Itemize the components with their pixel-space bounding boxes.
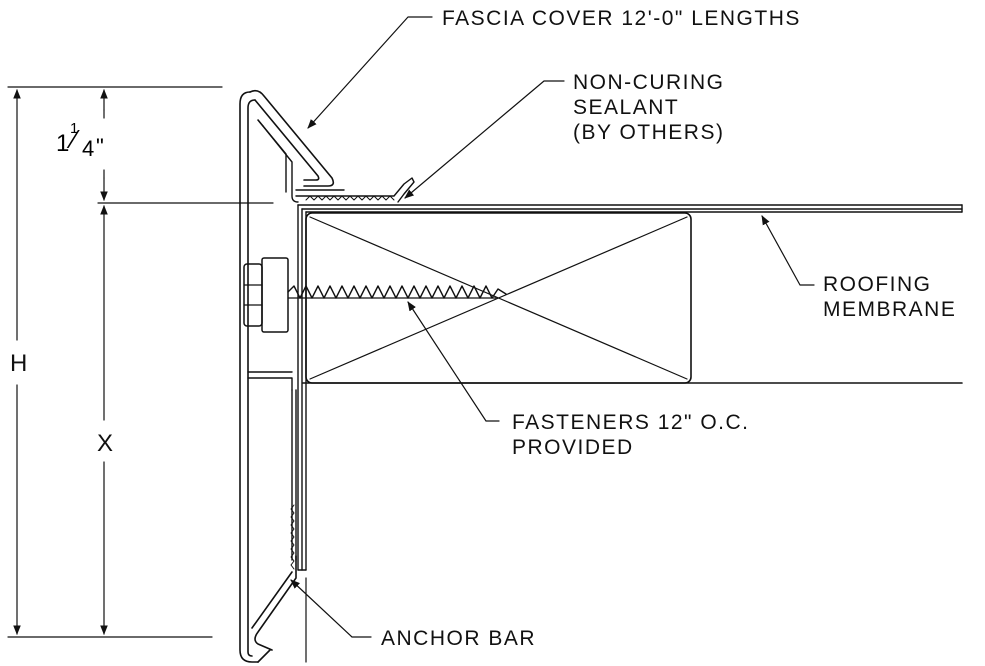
anchor-bar [290,504,295,570]
dimension-top-whole: 1 [56,130,70,157]
dimension-top-numerator: 1 [70,120,79,137]
dimension-h [7,86,223,638]
dimension-top-slash: ⁄ [72,124,77,154]
dimension-top-denominator: 4 [82,136,95,161]
label-sealant: NON-CURING SEALANT (BY OTHERS) [573,70,725,145]
label-membrane-line1: ROOFING [823,273,932,296]
dimension-h-label: H [10,350,28,377]
fascia-cover [239,89,415,663]
leader-fasteners [407,301,500,422]
roofing-membrane [297,204,963,571]
label-anchor-bar: ANCHOR BAR [381,627,537,650]
label-fasteners-line2: PROVIDED [512,436,634,459]
sealant-bead [305,195,395,201]
dimension-top [97,89,274,204]
dimension-top-unit: " [96,134,104,159]
label-sealant-line2: SEALANT [573,96,680,119]
leader-membrane [761,215,815,286]
leader-sealant [404,80,565,199]
leader-fascia-cover [307,16,433,129]
label-fasteners-line1: FASTENERS 12" O.C. [512,411,750,434]
label-fasteners: FASTENERS 12" O.C. PROVIDED [512,410,750,460]
label-roofing-membrane: ROOFING MEMBRANE [823,272,956,322]
label-sealant-line3: (BY OTHERS) [573,121,725,144]
label-sealant-line1: NON-CURING [573,71,725,94]
dimension-top-label: 1 1 ⁄ 4 " [56,118,116,168]
fastener-screw [243,257,507,333]
leader-anchor-bar [290,577,372,663]
label-membrane-line2: MEMBRANE [823,298,957,321]
label-fascia-cover: FASCIA COVER 12'-0" LENGTHS [442,7,801,30]
dimension-x-label: X [97,430,114,457]
